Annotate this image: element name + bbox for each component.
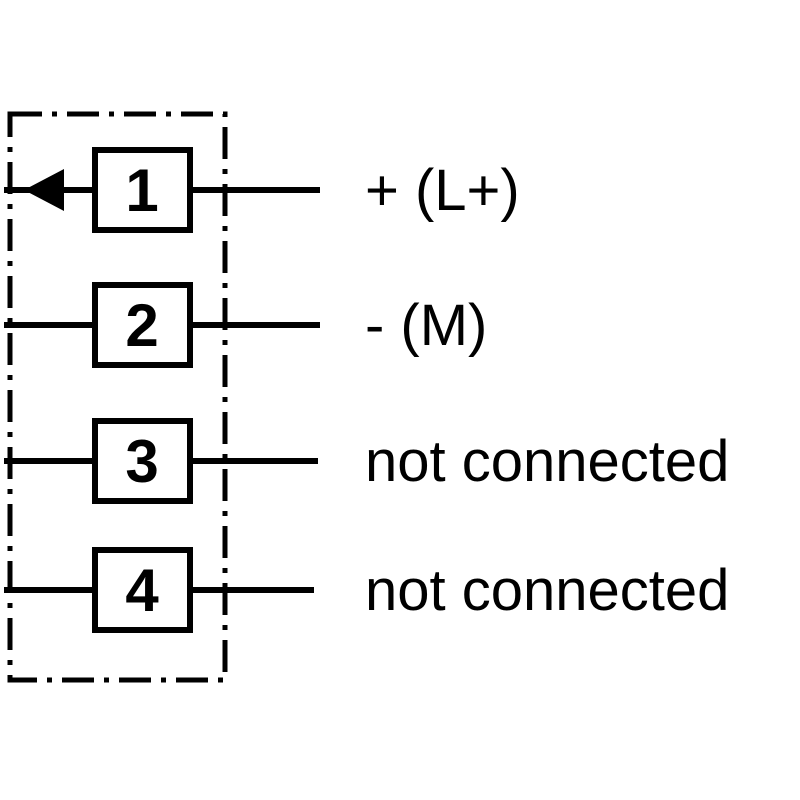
pin-label: - (M) [365,293,487,358]
pin-number: 3 [125,428,158,495]
pin-row: 1 + (L+) [4,147,520,233]
pin-number: 2 [125,292,158,359]
pin-box [92,418,193,504]
pin-label: + (L+) [365,158,520,223]
pin-label: not connected [365,558,729,623]
device-boundary-box [7,111,228,683]
left-arrow-icon [24,169,64,211]
pin-label: not connected [365,429,729,494]
pin-row: 3 not connected [4,418,729,504]
pin-row: 4 not connected [4,547,729,633]
pin-number: 4 [125,557,159,624]
pin-number: 1 [125,157,158,224]
pin-box [92,282,193,368]
pin-row: 2 - (M) [4,282,487,368]
